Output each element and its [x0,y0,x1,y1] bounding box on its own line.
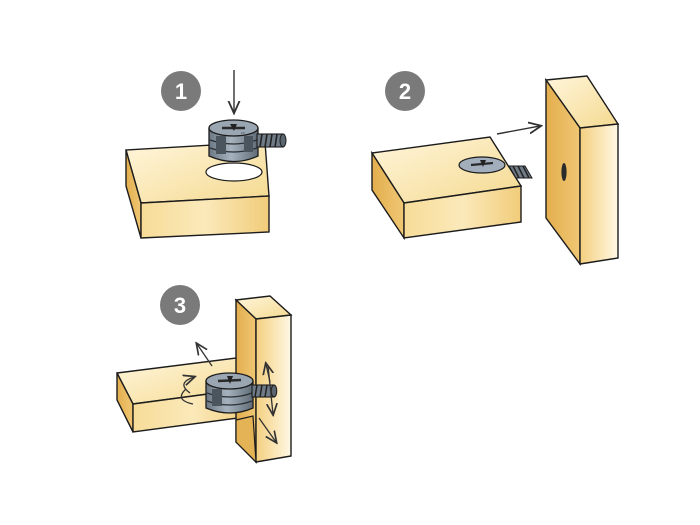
drilled-hole [205,162,263,182]
cam-lock-fitting-icon [458,156,506,174]
push-right-arrow-icon [496,126,540,135]
step-3-group: 3 [115,285,293,464]
tighten-arrow-icon [197,344,213,367]
wood-block-2 [370,136,523,241]
rotate-arrow-icon [184,377,194,394]
connecting-bolt-icon [508,165,533,179]
connecting-bolt-icon [251,384,278,398]
step-2-group: 2 [370,71,620,267]
step-1-group: 1 ◦◦ [125,70,287,239]
pull-up-arrow-icon [266,364,270,383]
badge-circle [160,285,200,325]
svg-text:◦◦: ◦◦ [240,130,245,137]
rotate-arrow-tail [180,388,194,405]
step-1-number: 1 [175,79,187,104]
badge-circle [385,71,425,111]
clamp-arrow-icon [258,417,276,442]
step-1-badge: 1 [161,71,201,111]
cam-lock-fitting-icon [205,372,254,414]
step-2-badge: 2 [385,71,425,111]
connecting-bolt-icon [256,133,287,148]
step-2-number: 2 [399,79,411,104]
step-3-badge: 3 [160,285,200,325]
badge-circle [161,71,201,111]
step-3-number: 3 [174,293,186,318]
cam-lock-fitting-icon: ◦◦ [208,119,259,163]
wood-panel-icon [544,75,620,267]
